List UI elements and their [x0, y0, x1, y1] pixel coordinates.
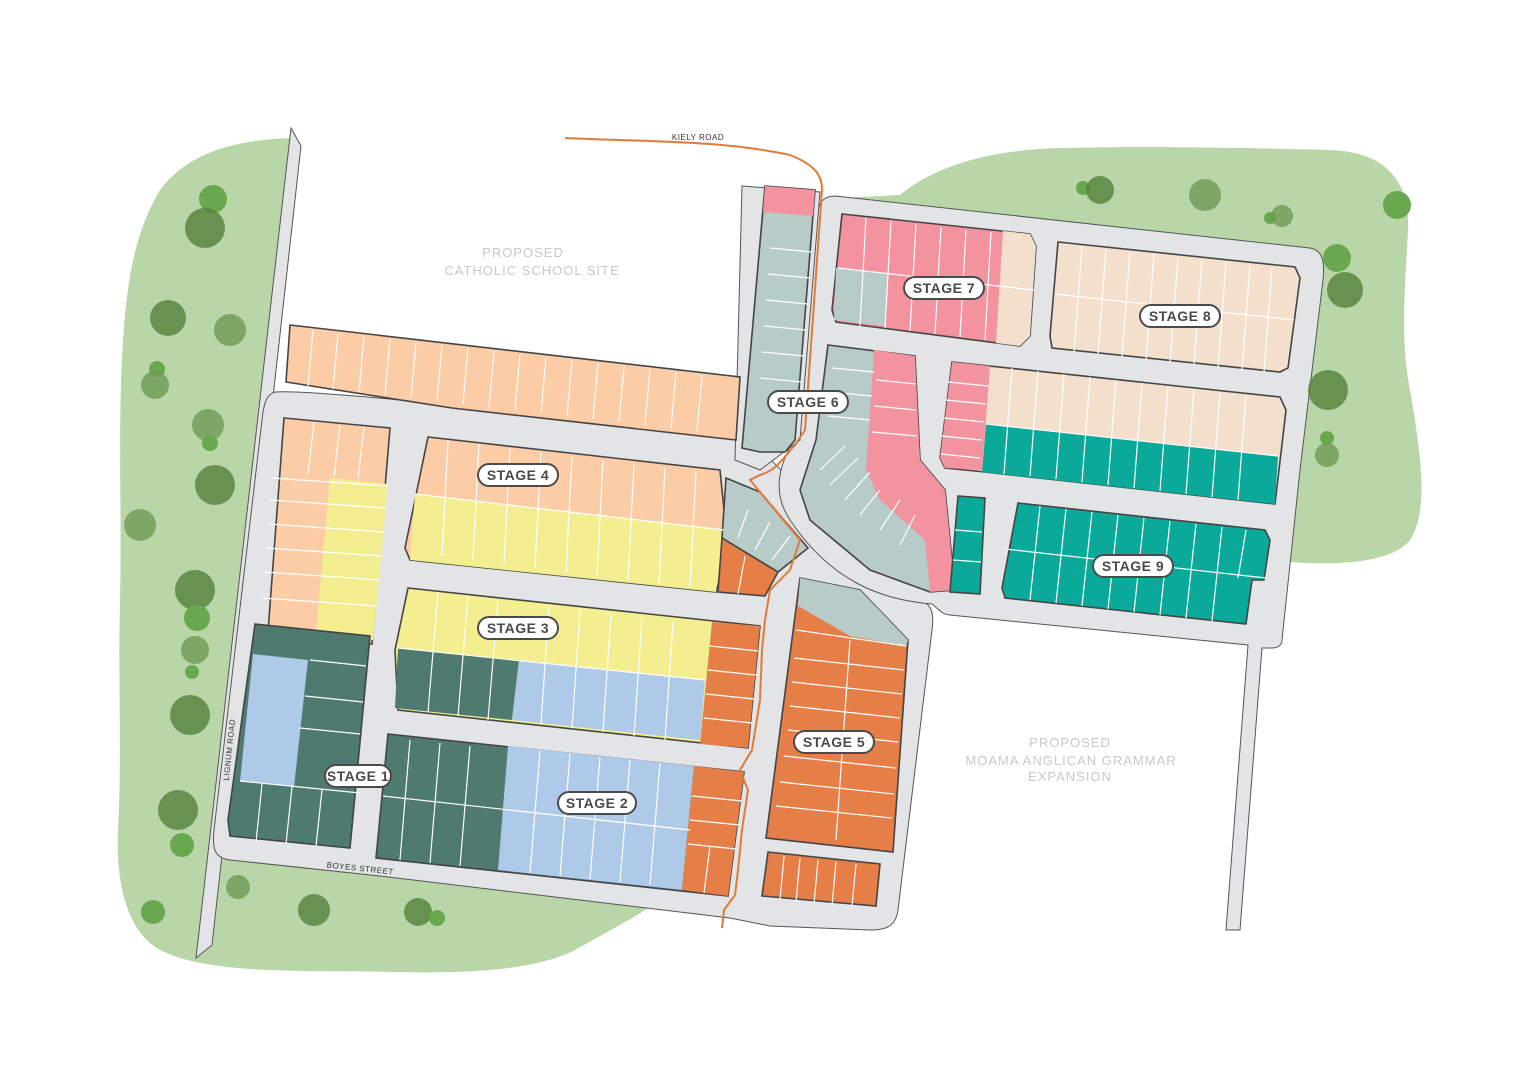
- tree-icon: [185, 208, 225, 248]
- tree-icon: [150, 300, 186, 336]
- block-stage7-sage: [834, 268, 888, 326]
- stage-label-1[interactable]: STAGE 1: [324, 764, 392, 788]
- block-stage3-blue: [512, 660, 705, 740]
- tree-icon: [141, 900, 165, 924]
- block-stage3-darkgreen: [395, 648, 519, 720]
- lot-blocks: [227, 185, 1301, 907]
- stage-label-9[interactable]: STAGE 9: [1092, 554, 1174, 578]
- site-label-line: MOAMA ANGLICAN GRAMMAR: [965, 753, 1176, 768]
- tree-icon: [181, 636, 209, 664]
- tree-icon: [170, 833, 194, 857]
- stage-label-text: STAGE 9: [1102, 558, 1164, 574]
- tree-icon: [226, 875, 250, 899]
- block-stage6-pink: [866, 350, 955, 592]
- tree-icon: [202, 435, 218, 451]
- kiely-road-label: KIELY ROAD: [672, 133, 724, 142]
- tree-icon: [192, 409, 224, 441]
- stage-label-5[interactable]: STAGE 5: [793, 730, 875, 754]
- trees: [124, 176, 1411, 926]
- tree-icon: [429, 910, 445, 926]
- site-label-line: PROPOSED: [482, 245, 564, 260]
- tree-icon: [1271, 205, 1293, 227]
- block-stage6-pink-top: [763, 186, 815, 216]
- block-stage5-south: [761, 851, 881, 907]
- stage-label-4[interactable]: STAGE 4: [477, 463, 559, 487]
- tree-icon: [184, 605, 210, 631]
- block-mid-right-teal: [982, 424, 1278, 504]
- tree-icon: [1189, 179, 1221, 211]
- block-stage6-teal: [949, 495, 986, 595]
- block-stage4-orange: [717, 536, 780, 597]
- tree-icon: [404, 898, 432, 926]
- tree-icon: [1320, 431, 1334, 445]
- tree-icon: [298, 894, 330, 926]
- green-space-west: [117, 138, 660, 973]
- site-label-line: CATHOLIC SCHOOL SITE: [444, 263, 619, 278]
- tree-icon: [141, 371, 169, 399]
- block-stage1-blue: [240, 654, 308, 787]
- stage-label-text: STAGE 8: [1149, 308, 1211, 324]
- block-stage2-orange: [682, 766, 744, 896]
- stage-label-7[interactable]: STAGE 7: [903, 276, 985, 300]
- block-stage3-orange: [700, 622, 760, 748]
- stage-label-8[interactable]: STAGE 8: [1139, 304, 1221, 328]
- stage-label-6[interactable]: STAGE 6: [767, 390, 849, 414]
- tree-icon: [1383, 191, 1411, 219]
- stage-label-text: STAGE 5: [803, 734, 865, 750]
- tree-icon: [1327, 272, 1363, 308]
- kiely-road-line: [564, 137, 824, 929]
- stage-label-2[interactable]: STAGE 2: [557, 791, 637, 815]
- block-north-strip: [285, 324, 741, 441]
- anglican-grammar-site-label: PROPOSED MOAMA ANGLICAN GRAMMAR EXPANSIO…: [965, 735, 1176, 784]
- tree-icon: [175, 570, 215, 610]
- stage-label-text: STAGE 4: [487, 467, 549, 483]
- site-label-line: PROPOSED: [1029, 735, 1111, 750]
- tree-icon: [214, 314, 246, 346]
- block-west-column-yellow: [316, 478, 388, 640]
- tree-icon: [1323, 244, 1351, 272]
- stage-label-text: STAGE 6: [777, 394, 839, 410]
- block-stage2-blue: [498, 746, 694, 890]
- block-stage5-sage: [798, 578, 908, 646]
- stage-label-text: STAGE 7: [913, 280, 975, 296]
- tree-icon: [195, 465, 235, 505]
- tree-icon: [1086, 176, 1114, 204]
- tree-icon: [199, 185, 227, 213]
- catholic-school-site-label: PROPOSED CATHOLIC SCHOOL SITE: [444, 245, 619, 278]
- tree-icon: [1315, 443, 1339, 467]
- tree-icon: [1308, 370, 1348, 410]
- tree-icon: [124, 509, 156, 541]
- stage-label-text: STAGE 1: [327, 768, 389, 784]
- tree-icon: [158, 790, 198, 830]
- tree-icon: [170, 695, 210, 735]
- stage-label-text: STAGE 2: [566, 795, 628, 811]
- stage-label-text: STAGE 3: [487, 620, 549, 636]
- tree-icon: [185, 665, 199, 679]
- site-label-line: EXPANSION: [1028, 769, 1112, 784]
- block-mid-right-pink: [940, 362, 990, 470]
- stage-label-3[interactable]: STAGE 3: [477, 616, 559, 640]
